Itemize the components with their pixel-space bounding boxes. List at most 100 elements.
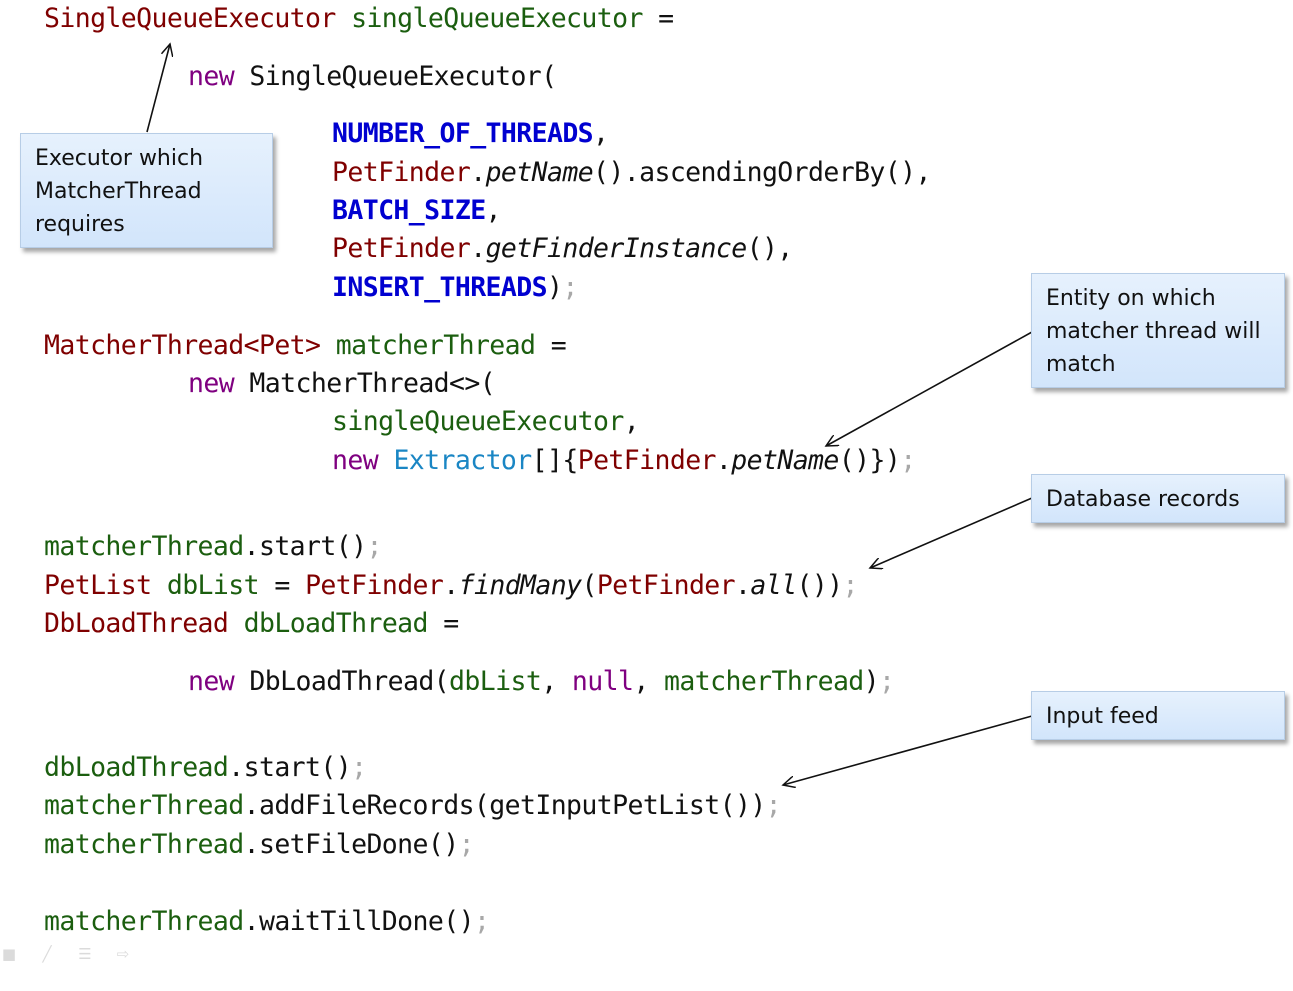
- code-token-semi: ;: [458, 829, 475, 860]
- code-token-kw: new: [188, 61, 235, 92]
- code-token-ital: petName: [485, 157, 594, 188]
- code-token-plain: (: [581, 570, 597, 601]
- callout-text: requires: [35, 212, 125, 237]
- callout-text: Executor which: [35, 146, 204, 171]
- callout-executor: Executor which MatcherThread requires: [20, 133, 273, 248]
- code-token-ital: findMany: [458, 570, 582, 601]
- code-token-type: PetFinder: [332, 157, 471, 188]
- code-token-plain: SingleQueueExecutor(: [234, 61, 557, 92]
- code-token-plain: =: [258, 570, 306, 601]
- callout-text: Entity on which: [1046, 286, 1216, 311]
- code-line: DbLoadThread dbLoadThread =: [44, 608, 459, 640]
- code-token-plain: =: [427, 608, 459, 639]
- code-token-plain: =: [642, 3, 674, 34]
- callout-text: matcher thread will: [1046, 319, 1261, 344]
- code-token-kw: null: [571, 666, 634, 697]
- code-token-plain: .: [715, 445, 732, 476]
- code-token-plain: ): [863, 666, 880, 697]
- code-token-var: dbLoadThread: [44, 752, 229, 783]
- code-token-kw: new: [188, 666, 235, 697]
- slideshow-toolbar: ■ ╱ ☰ ⇨: [0, 945, 132, 963]
- code-token-plain: .start(): [243, 531, 367, 562]
- code-token-plain: (),: [746, 233, 794, 264]
- code-token-plain: ()}): [838, 445, 901, 476]
- arrow-entity: [826, 331, 1033, 446]
- code-token-const: INSERT_THREADS: [332, 272, 548, 303]
- code-token-ext: Extractor: [393, 445, 532, 476]
- callout-text: MatcherThread: [35, 179, 202, 204]
- code-token-plain: ,: [541, 666, 572, 697]
- code-token-var: matcherThread: [44, 906, 244, 937]
- code-token-plain: .: [470, 157, 486, 188]
- code-token-var: matcherThread: [664, 666, 864, 697]
- arrow-input: [783, 715, 1033, 785]
- code-token-plain: []{: [531, 445, 579, 476]
- code-token-type: DbLoadThread: [44, 608, 229, 639]
- menu-icon[interactable]: ☰: [78, 945, 92, 963]
- callout-database: Database records: [1031, 474, 1285, 523]
- code-token-plain: .: [735, 570, 751, 601]
- code-line: PetFinder.petName().ascendingOrderBy(),: [332, 157, 931, 189]
- code-line: matcherThread.addFileRecords(getInputPet…: [44, 790, 782, 822]
- code-line: MatcherThread<Pet> matcherThread =: [44, 330, 567, 362]
- code-line: SingleQueueExecutor singleQueueExecutor …: [44, 3, 674, 35]
- code-token-var: matcherThread: [44, 790, 244, 821]
- code-token-type: SingleQueueExecutor: [44, 3, 336, 34]
- code-token-plain: ,: [593, 118, 609, 149]
- code-line: dbLoadThread.start();: [44, 752, 367, 784]
- code-token-var: dbList: [166, 570, 260, 601]
- code-line: matcherThread.start();: [44, 531, 382, 563]
- code-token-var: singleQueueExecutor: [332, 406, 624, 437]
- code-line: PetFinder.getFinderInstance(),: [332, 233, 793, 265]
- code-line: matcherThread.waitTillDone();: [44, 906, 490, 938]
- code-line: INSERT_THREADS);: [332, 272, 578, 304]
- code-token-plain: .: [443, 570, 459, 601]
- callout-text: match: [1046, 352, 1116, 377]
- code-line: new MatcherThread<>(: [188, 368, 496, 400]
- arrow-executor: [146, 44, 170, 133]
- code-token-ital: getFinderInstance: [485, 233, 748, 264]
- code-line: matcherThread.setFileDone();: [44, 829, 475, 861]
- code-token-plain: MatcherThread<>(: [234, 368, 496, 399]
- code-token-plain: ,: [633, 666, 665, 697]
- code-token-semi: ;: [879, 666, 895, 697]
- code-token-plain: .setFileDone(): [243, 829, 460, 860]
- code-token-semi: ;: [765, 790, 782, 821]
- code-token-plain: DbLoadThread(: [234, 666, 450, 697]
- code-token-var: singleQueueExecutor: [351, 3, 643, 34]
- code-token-const: NUMBER_OF_THREADS: [332, 118, 594, 149]
- code-token-ital: petName: [731, 445, 839, 476]
- code-token-semi: ;: [351, 752, 367, 783]
- code-token-type: PetFinder: [596, 570, 736, 601]
- arrow-database: [870, 497, 1033, 568]
- slide-icon[interactable]: ■: [1, 945, 17, 963]
- code-line: NUMBER_OF_THREADS,: [332, 118, 609, 150]
- code-token-plain: ): [546, 272, 563, 303]
- code-token-type: PetFinder: [577, 445, 717, 476]
- code-token-plain: ,: [623, 406, 640, 437]
- code-token-semi: ;: [842, 570, 859, 601]
- code-token-ital: all: [750, 570, 797, 601]
- code-line: new SingleQueueExecutor(: [188, 61, 557, 93]
- code-token-kw: new: [188, 368, 235, 399]
- code-token-const: BATCH_SIZE: [332, 195, 486, 226]
- callout-entity: Entity on which matcher thread will matc…: [1031, 273, 1285, 388]
- code-token-semi: ;: [900, 445, 916, 476]
- code-token-type: PetFinder: [305, 570, 444, 601]
- callout-text: Database records: [1046, 487, 1240, 512]
- code-line: new DbLoadThread(dbList, null, matcherTh…: [188, 666, 895, 698]
- code-token-plain: .addFileRecords(getInputPetList()): [243, 790, 767, 821]
- code-line: BATCH_SIZE,: [332, 195, 502, 227]
- code-token-type: PetFinder: [332, 233, 471, 264]
- code-line: PetList dbList = PetFinder.findMany(PetF…: [44, 570, 859, 602]
- code-token-semi: ;: [562, 272, 578, 303]
- code-token-plain: ().ascendingOrderBy(),: [593, 157, 931, 188]
- code-token-var: matcherThread: [44, 829, 244, 860]
- pen-icon[interactable]: ╱: [42, 945, 52, 963]
- code-token-type: PetList: [44, 570, 152, 601]
- code-token-semi: ;: [473, 906, 490, 937]
- code-token-plain: ()): [796, 570, 843, 601]
- next-arrow-icon[interactable]: ⇨: [116, 945, 130, 963]
- code-line: singleQueueExecutor,: [332, 406, 640, 438]
